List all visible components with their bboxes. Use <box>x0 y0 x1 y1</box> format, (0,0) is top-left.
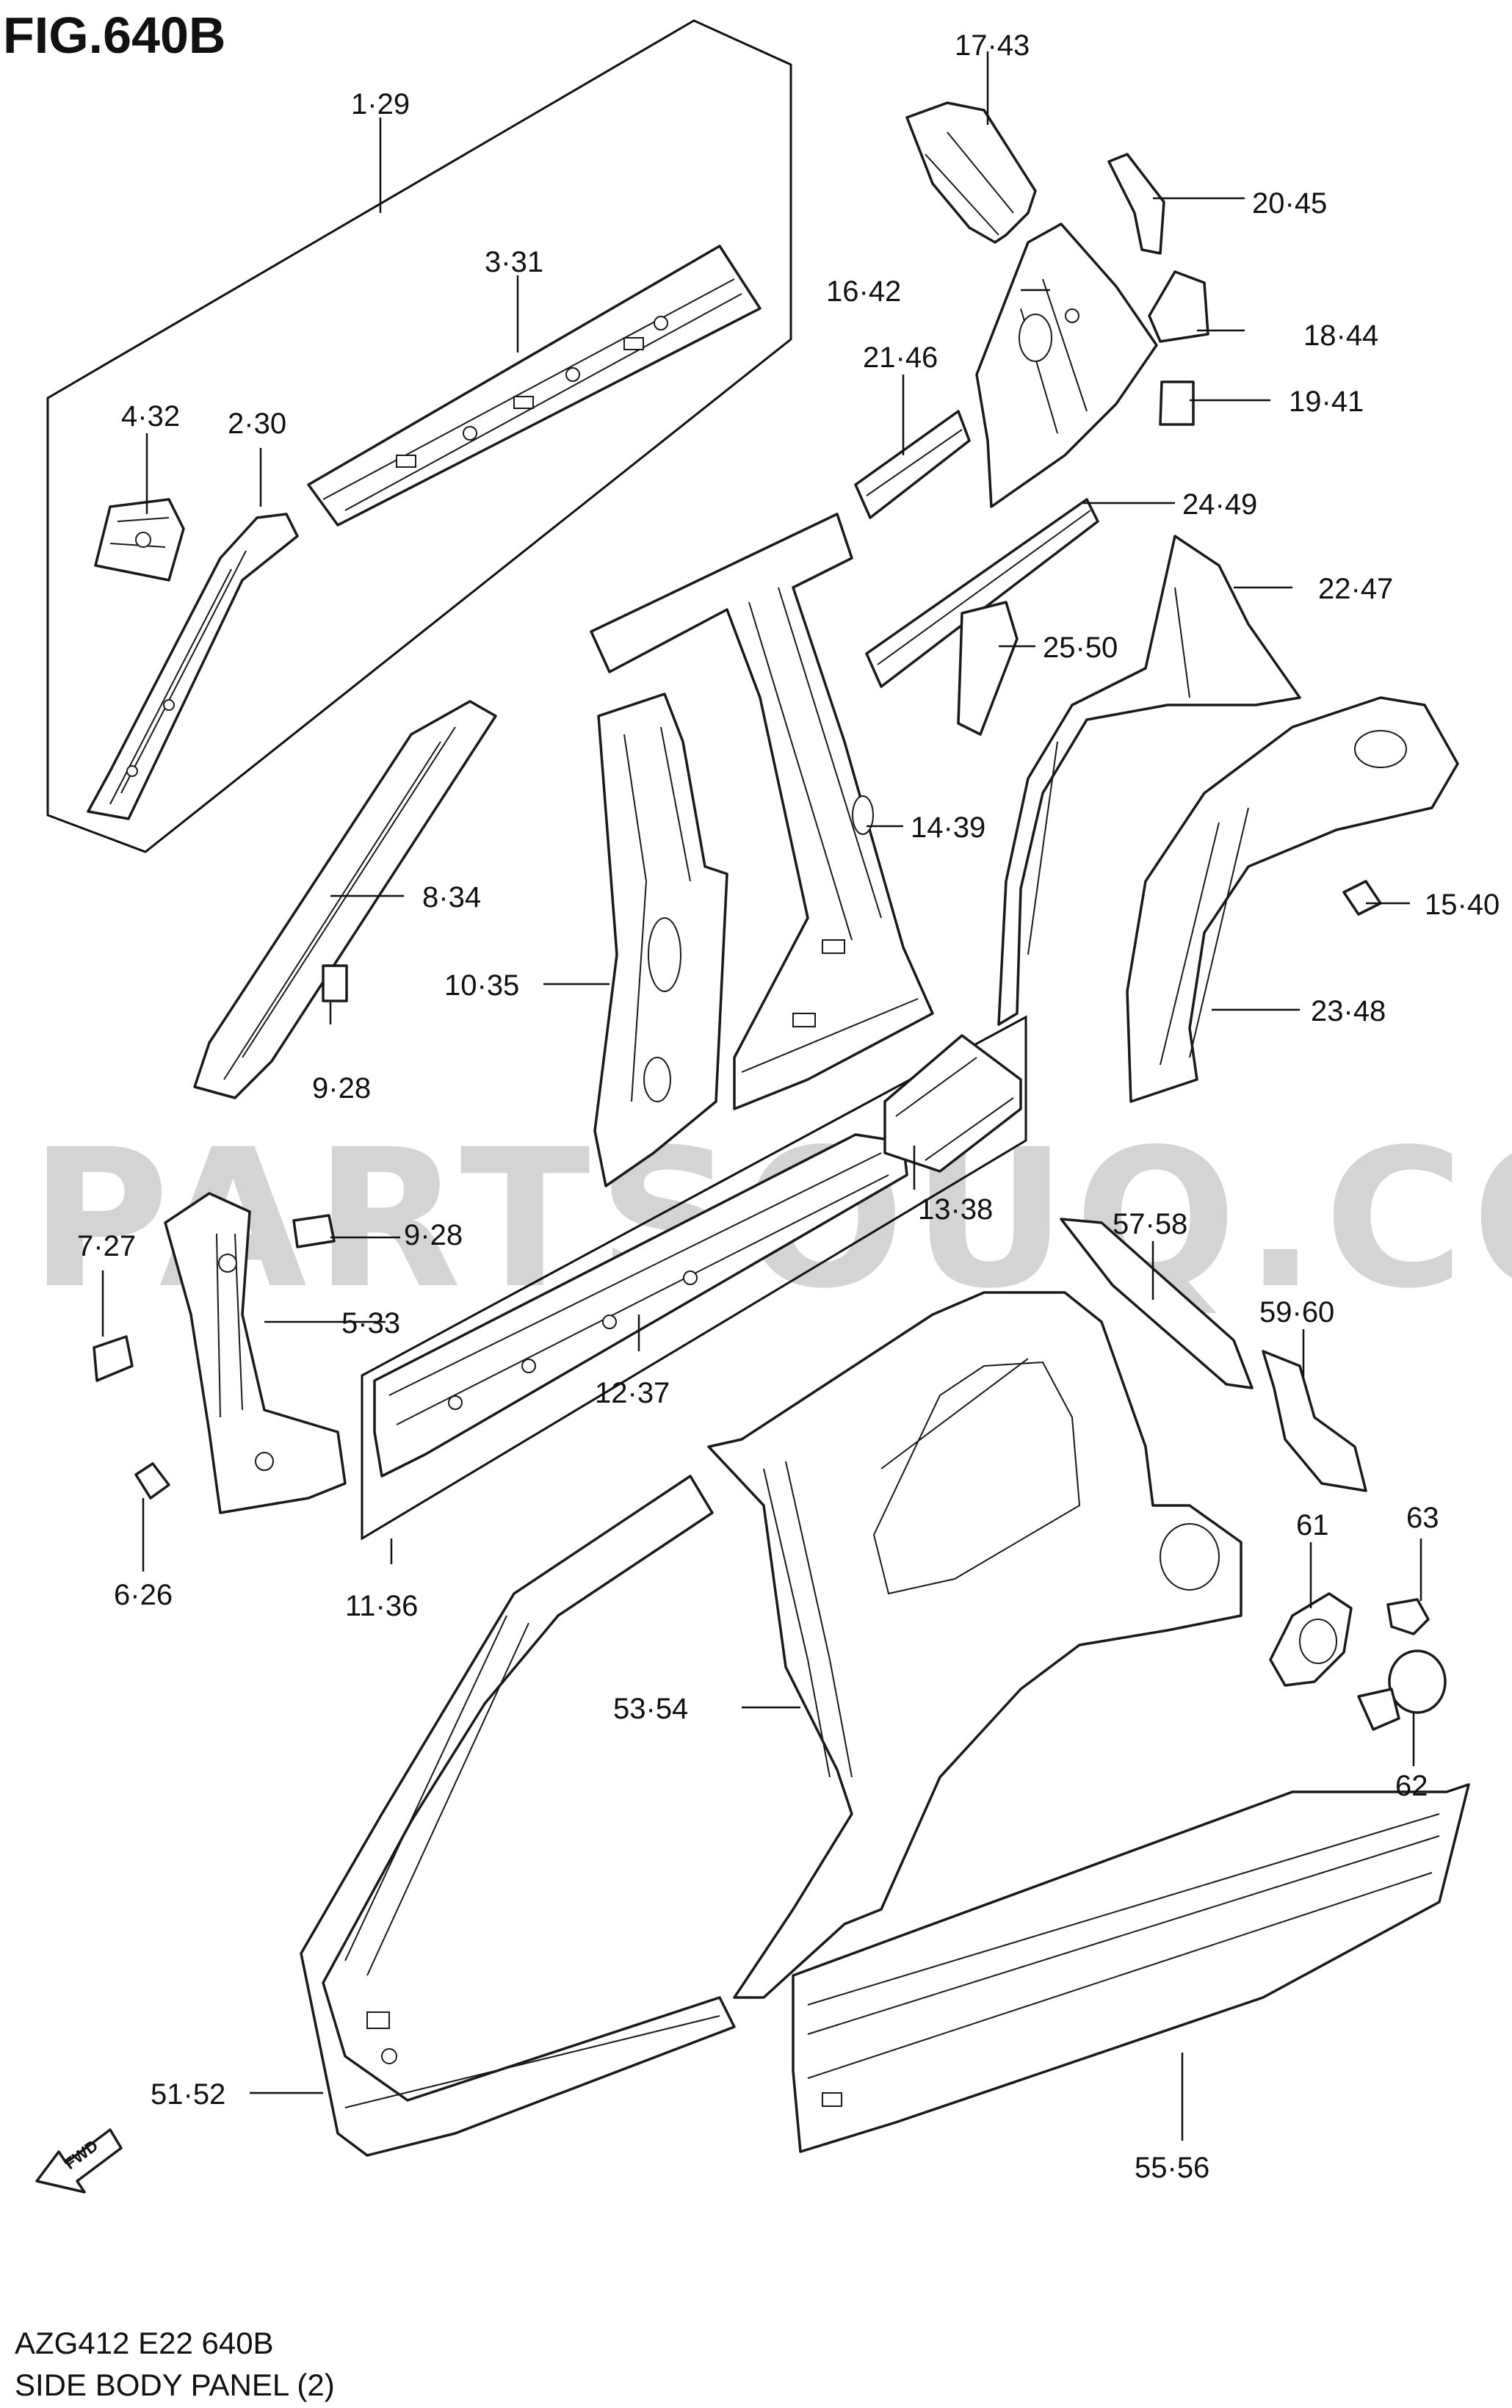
callout-9-28-b[interactable]: 9·28 <box>404 1219 463 1251</box>
callout-labels: 1·29 2·30 3·31 4·32 5·33 6·26 7·27 8·34 … <box>77 29 1500 2184</box>
fwd-arrow: FWD <box>35 2128 123 2194</box>
callout-25-50[interactable]: 25·50 <box>1043 632 1118 664</box>
part-9-plate-a[interactable] <box>322 964 348 1002</box>
callout-53-54[interactable]: 53·54 <box>613 1693 688 1725</box>
callout-57-58[interactable]: 57·58 <box>1113 1208 1187 1240</box>
part-12-side-sill-inner[interactable] <box>373 1133 908 1478</box>
callout-7-27[interactable]: 7·27 <box>77 1230 136 1262</box>
part-8-front-pillar-inner[interactable] <box>193 700 497 1099</box>
callout-4-32[interactable]: 4·32 <box>121 400 180 433</box>
part-15-clip[interactable] <box>1342 880 1382 916</box>
part-55-side-sill-outer[interactable] <box>792 1783 1470 2153</box>
callout-63[interactable]: 63 <box>1406 1502 1439 1534</box>
callout-62[interactable]: 62 <box>1395 1770 1428 1802</box>
part-16-quarter-inner-upper[interactable] <box>975 223 1158 508</box>
part-23-wheelhouse-inner[interactable] <box>1126 696 1459 1103</box>
callout-22-47[interactable]: 22·47 <box>1318 573 1393 605</box>
part-9-plate-b[interactable] <box>292 1214 336 1248</box>
callout-18-44[interactable]: 18·44 <box>1303 319 1378 352</box>
part-19-bracket[interactable] <box>1159 380 1195 426</box>
callout-13-38[interactable]: 13·38 <box>918 1193 993 1226</box>
callout-2-30[interactable]: 2·30 <box>228 408 286 440</box>
part-59-bracket[interactable] <box>1262 1350 1367 1492</box>
part-10-center-pillar-inner[interactable] <box>593 693 728 1187</box>
callout-24-49[interactable]: 24·49 <box>1182 488 1257 521</box>
fwd-arrow-icon <box>35 2128 123 2194</box>
part-21-reinforcement[interactable] <box>854 410 971 519</box>
callout-23-48[interactable]: 23·48 <box>1311 995 1386 1027</box>
callout-16-42[interactable]: 16·42 <box>826 275 901 308</box>
figure-title: FIG.640B <box>3 7 225 64</box>
callout-1-29[interactable]: 1·29 <box>351 88 410 120</box>
callout-6-26[interactable]: 6·26 <box>114 1579 173 1611</box>
figure-name: SIDE BODY PANEL (2) <box>15 2368 335 2402</box>
part-13-sill-reinforcement[interactable] <box>883 1034 1022 1173</box>
callout-21-46[interactable]: 21·46 <box>863 341 938 374</box>
part-17-bracket[interactable] <box>905 101 1037 244</box>
part-3-roof-rail-inner[interactable] <box>307 245 762 527</box>
part-6-plate[interactable] <box>134 1462 170 1500</box>
part-57-brace[interactable] <box>1060 1218 1254 1389</box>
callout-3-31[interactable]: 3·31 <box>485 246 543 278</box>
figure-code: AZG412 E22 640B <box>15 2326 274 2360</box>
part-51-side-body-outer[interactable] <box>300 1475 736 2157</box>
part-14-center-pillar-outer[interactable] <box>590 513 934 1110</box>
callout-59-60[interactable]: 59·60 <box>1259 1296 1334 1328</box>
part-7-plate[interactable] <box>93 1335 134 1382</box>
part-22-wheelhouse-outer[interactable] <box>997 535 1301 1026</box>
part-61-fuel-filler-housing[interactable] <box>1269 1592 1353 1687</box>
group-box-1-29 <box>46 19 792 853</box>
part-24-rail[interactable] <box>865 498 1099 688</box>
callout-19-41[interactable]: 19·41 <box>1289 386 1364 418</box>
callout-55-56[interactable]: 55·56 <box>1135 2152 1209 2184</box>
part-20-bracket[interactable] <box>1107 153 1165 255</box>
callout-15-40[interactable]: 15·40 <box>1425 889 1500 921</box>
part-62-fuel-lid[interactable] <box>1357 1649 1447 1731</box>
part-4-bracket[interactable] <box>94 498 185 582</box>
part-63-clip[interactable] <box>1386 1598 1430 1635</box>
callout-17-43[interactable]: 17·43 <box>955 29 1030 62</box>
part-18-bracket[interactable] <box>1148 270 1209 343</box>
callout-8-34[interactable]: 8·34 <box>422 881 481 914</box>
part-5-front-pillar-lower[interactable] <box>164 1192 347 1514</box>
group-box-11-36 <box>361 1015 1027 1541</box>
callout-11-36[interactable]: 11·36 <box>345 1590 418 1622</box>
leader-lines <box>101 51 1422 2141</box>
callout-12-37[interactable]: 12·37 <box>595 1377 670 1409</box>
callout-5-33[interactable]: 5·33 <box>341 1307 400 1339</box>
callout-61[interactable]: 61 <box>1296 1509 1329 1541</box>
callout-9-28-a[interactable]: 9·28 <box>312 1072 371 1104</box>
callout-10-35[interactable]: 10·35 <box>444 969 519 1002</box>
part-53-quarter-outer[interactable] <box>707 1291 1242 1999</box>
part-25-brace[interactable] <box>957 601 1019 736</box>
part-2-front-pillar-reinforcement[interactable] <box>87 513 299 820</box>
callout-20-45[interactable]: 20·45 <box>1252 187 1327 220</box>
callout-14-39[interactable]: 14·39 <box>911 811 985 844</box>
callout-51-52[interactable]: 51·52 <box>151 2078 225 2111</box>
